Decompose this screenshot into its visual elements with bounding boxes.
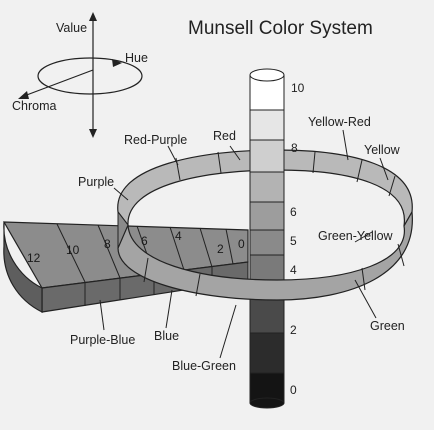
hue-label-red-purple: Red-Purple — [124, 133, 187, 147]
hue-label-yellow-red: Yellow-Red — [308, 115, 371, 129]
axis-key: Value Hue Chroma — [12, 12, 148, 138]
hue-label-yellow: Yellow — [364, 143, 401, 157]
hue-labels — [99, 129, 389, 359]
chroma-tick-10: 10 — [66, 243, 80, 257]
hue-circle — [37, 57, 143, 95]
value-tick-8: 8 — [291, 141, 298, 155]
value-tick-2: 2 — [290, 323, 297, 337]
value-tick-10: 10 — [291, 81, 305, 95]
value-arrow-head-icon — [89, 12, 97, 21]
value-key-label: Value — [56, 21, 87, 35]
hue-label-blue-green: Blue-Green — [172, 359, 236, 373]
hue-label-purple: Purple — [78, 175, 114, 189]
hue-label-red: Red — [213, 129, 236, 143]
chroma-axis-arrow — [23, 69, 94, 97]
chroma-tick-6: 6 — [141, 234, 148, 248]
hue-label-purple-blue: Purple-Blue — [70, 333, 135, 347]
value-column-upper — [249, 68, 285, 256]
chroma-tick-4: 4 — [175, 229, 182, 243]
hue-arrow-icon — [112, 59, 122, 67]
hue-ring-front — [117, 210, 413, 301]
hue-label-green: Green — [370, 319, 405, 333]
chroma-key-label: Chroma — [12, 99, 57, 113]
chroma-tick-2: 2 — [217, 242, 224, 256]
hue-label-blue: Blue — [154, 329, 179, 343]
value-tick-0: 0 — [290, 383, 297, 397]
hue-label-texts: Red-Purple Red Yellow-Red Yellow Purple … — [70, 115, 405, 373]
hue-label-green-yellow: Green-Yellow — [318, 229, 394, 243]
chroma-tick-0: 0 — [238, 237, 245, 251]
chroma-tick-12: 12 — [27, 251, 41, 265]
hue-key-label: Hue — [125, 51, 148, 65]
value-tick-6: 6 — [290, 205, 297, 219]
chroma-arrow-head-icon — [18, 91, 29, 99]
chroma-tick-8: 8 — [104, 237, 111, 251]
diagram-title: Munsell Color System — [188, 18, 373, 39]
value-column-lower — [249, 254, 285, 409]
value-tick-4: 4 — [290, 263, 297, 277]
value-tick-5: 5 — [290, 234, 297, 248]
value-ticks: 10 8 6 5 4 2 0 — [290, 81, 305, 397]
value-arrow-tail-icon — [89, 129, 97, 138]
